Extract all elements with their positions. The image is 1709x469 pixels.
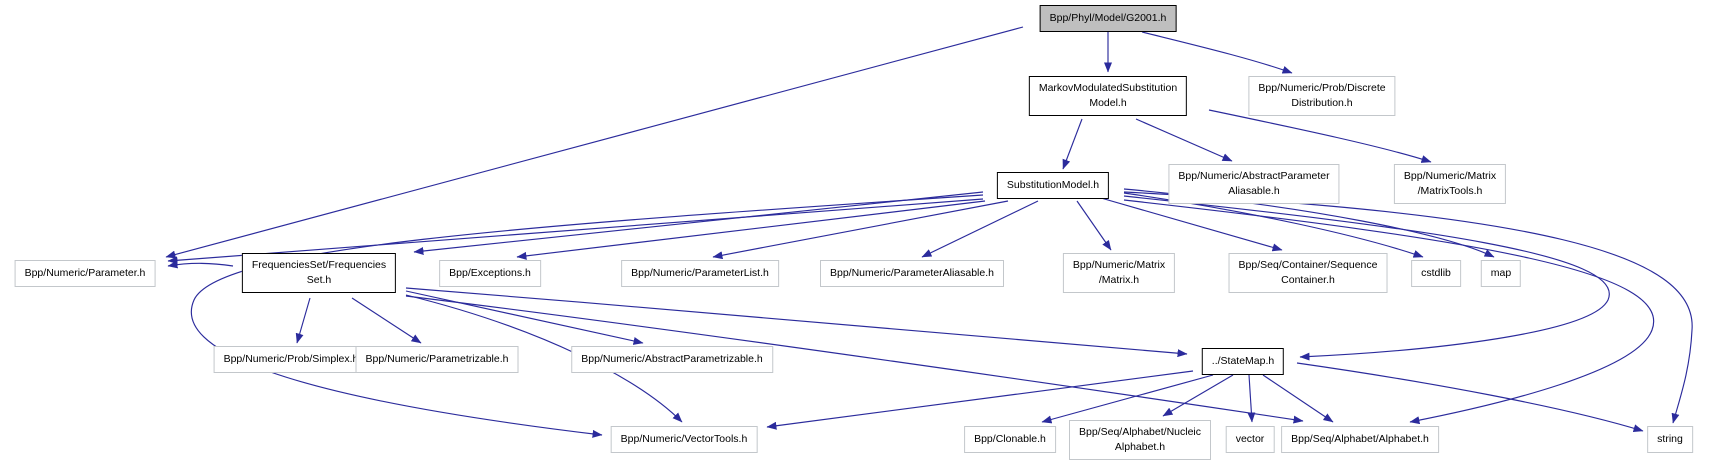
node-paramlist: Bpp/Numeric/ParameterList.h [621,260,779,287]
edge-statemap-string [1296,362,1644,433]
edge-submodel-alphabet [1123,199,1655,425]
node-label-line: Bpp/Numeric/Matrix [1072,259,1166,271]
node-vector: vector [1225,426,1275,453]
edge-mmsm-absparamaliasable [1135,118,1233,162]
node-label-line: ../StateMap.h [1211,355,1275,367]
edge-submodel-paramlist [712,200,1009,260]
node-label-line: Bpp/Numeric/Matrix [1403,170,1497,182]
edge-submodel-paramaliasable [921,200,1039,258]
node-label-line: Bpp/Numeric/ParameterAliasable.h [830,267,994,279]
node-label-line: Bpp/Numeric/AbstractParametrizable.h [581,353,763,365]
node-label-line: vector [1235,433,1265,445]
edge-submodel-freqset [413,191,984,255]
node-label-line: Alphabet.h [1114,440,1166,453]
node-label-line: /Matrix.h [1098,273,1140,286]
node-label-line: Bpp/Numeric/Prob/Discrete [1258,82,1386,94]
node-label-line: Bpp/Seq/Container/Sequence [1238,259,1378,271]
node-simplex: Bpp/Numeric/Prob/Simplex.h [213,346,369,373]
node-label-line: Bpp/Seq/Alphabet/Alphabet.h [1291,433,1429,445]
node-statemap[interactable]: ../StateMap.h [1201,348,1285,375]
node-label-line: Model.h [1089,96,1127,109]
node-exceptions: Bpp/Exceptions.h [439,260,541,287]
node-label-line: Aliasable.h [1228,184,1280,197]
edge-freqset-parametrizable [351,297,422,344]
node-string: string [1647,426,1693,453]
node-map: map [1480,260,1522,287]
edge-freqset-statemap [405,287,1188,358]
node-label-line: MarkovModulatedSubstitution [1038,82,1178,94]
edge-statemap-alphabet [1262,374,1334,423]
node-alphabet: Bpp/Seq/Alphabet/Alphabet.h [1281,426,1439,453]
node-g2001: Bpp/Phyl/Model/G2001.h [1039,5,1177,32]
node-parametrizable: Bpp/Numeric/Parametrizable.h [355,346,519,373]
edge-g2001-parameter [165,26,1024,259]
node-label-line: SubstitutionModel.h [1006,179,1100,191]
node-submodel[interactable]: SubstitutionModel.h [996,172,1110,199]
node-label-line: Bpp/Numeric/ParameterList.h [631,267,769,279]
node-matrix: Bpp/Numeric/Matrix/Matrix.h [1062,253,1176,293]
node-label-line: Distribution.h [1291,96,1353,109]
node-label-line: Bpp/Numeric/VectorTools.h [620,433,748,445]
edge-mmsm-submodel [1062,118,1083,170]
edge-statemap-vector [1247,374,1256,423]
node-label-line: Bpp/Clonable.h [974,433,1046,445]
edge-submodel-vectortools [190,194,984,438]
edge-g2001-discrete [1141,31,1293,74]
node-parameter: Bpp/Numeric/Parameter.h [14,260,156,287]
node-label-line: Container.h [1281,273,1335,286]
node-clonable: Bpp/Clonable.h [964,426,1056,453]
node-matrixtools: Bpp/Numeric/Matrix/MatrixTools.h [1393,164,1507,204]
edge-submodel-seqcontainer [1100,197,1283,252]
edge-statemap-vectortools [766,370,1194,430]
node-paramaliasable: Bpp/Numeric/ParameterAliasable.h [820,260,1004,287]
node-label-line: Bpp/Exceptions.h [449,267,531,279]
edge-freqset-absparametrizable [405,290,644,345]
edge-freqset-alphabet [405,295,1304,424]
edge-mmsm-matrixtools [1208,109,1432,163]
edge-statemap-nucleicalphabet [1162,374,1234,417]
edge-freqset-parameter [167,260,234,269]
node-label-line: Bpp/Numeric/Parameter.h [24,267,146,279]
node-vectortools: Bpp/Numeric/VectorTools.h [610,426,758,453]
node-label-line: Bpp/Numeric/AbstractParameter [1178,170,1330,182]
edge-submodel-matrix [1076,200,1112,251]
node-label-line: FrequenciesSet/Frequencies [251,259,387,271]
node-label-line: Set.h [306,273,332,286]
node-label-line: Bpp/Numeric/Prob/Simplex.h [223,353,359,365]
node-label-line: Bpp/Phyl/Model/G2001.h [1049,12,1167,24]
node-absparametrizable: Bpp/Numeric/AbstractParametrizable.h [571,346,773,373]
node-label-line: string [1657,433,1683,445]
edge-submodel-exceptions [516,200,986,260]
node-label-line: map [1490,267,1512,279]
edge-submodel-statemap [1123,195,1610,361]
node-label-line: cstdlib [1421,267,1451,279]
node-label-line: Bpp/Numeric/Parametrizable.h [365,353,509,365]
node-label-line: /MatrixTools.h [1417,184,1483,197]
edge-freqset-simplex [295,297,311,344]
node-label-line: Bpp/Seq/Alphabet/Nucleic [1079,426,1201,438]
node-cstdlib: cstdlib [1411,260,1461,287]
edge-submodel-parameter [167,198,984,265]
edge-statemap-clonable [1041,374,1214,424]
edge-submodel-string [1123,191,1693,424]
